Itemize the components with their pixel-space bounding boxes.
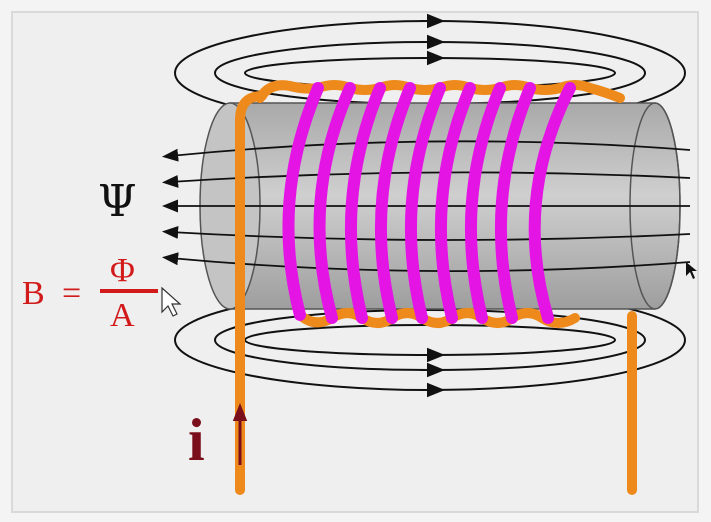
flux-linkage-label: Ψ <box>98 176 137 227</box>
flux-density-lhs: B <box>22 275 45 312</box>
winding-front <box>282 82 576 324</box>
lead-wires <box>235 91 637 495</box>
mouse-pointer-icon <box>161 286 182 317</box>
equals-sign: = <box>62 275 81 312</box>
flux-symbol: Φ <box>110 252 135 289</box>
area-symbol: A <box>110 297 135 334</box>
field-arrow-icon <box>420 13 445 398</box>
current-label: i <box>188 407 205 473</box>
mouse-pointer-icon <box>686 262 697 279</box>
